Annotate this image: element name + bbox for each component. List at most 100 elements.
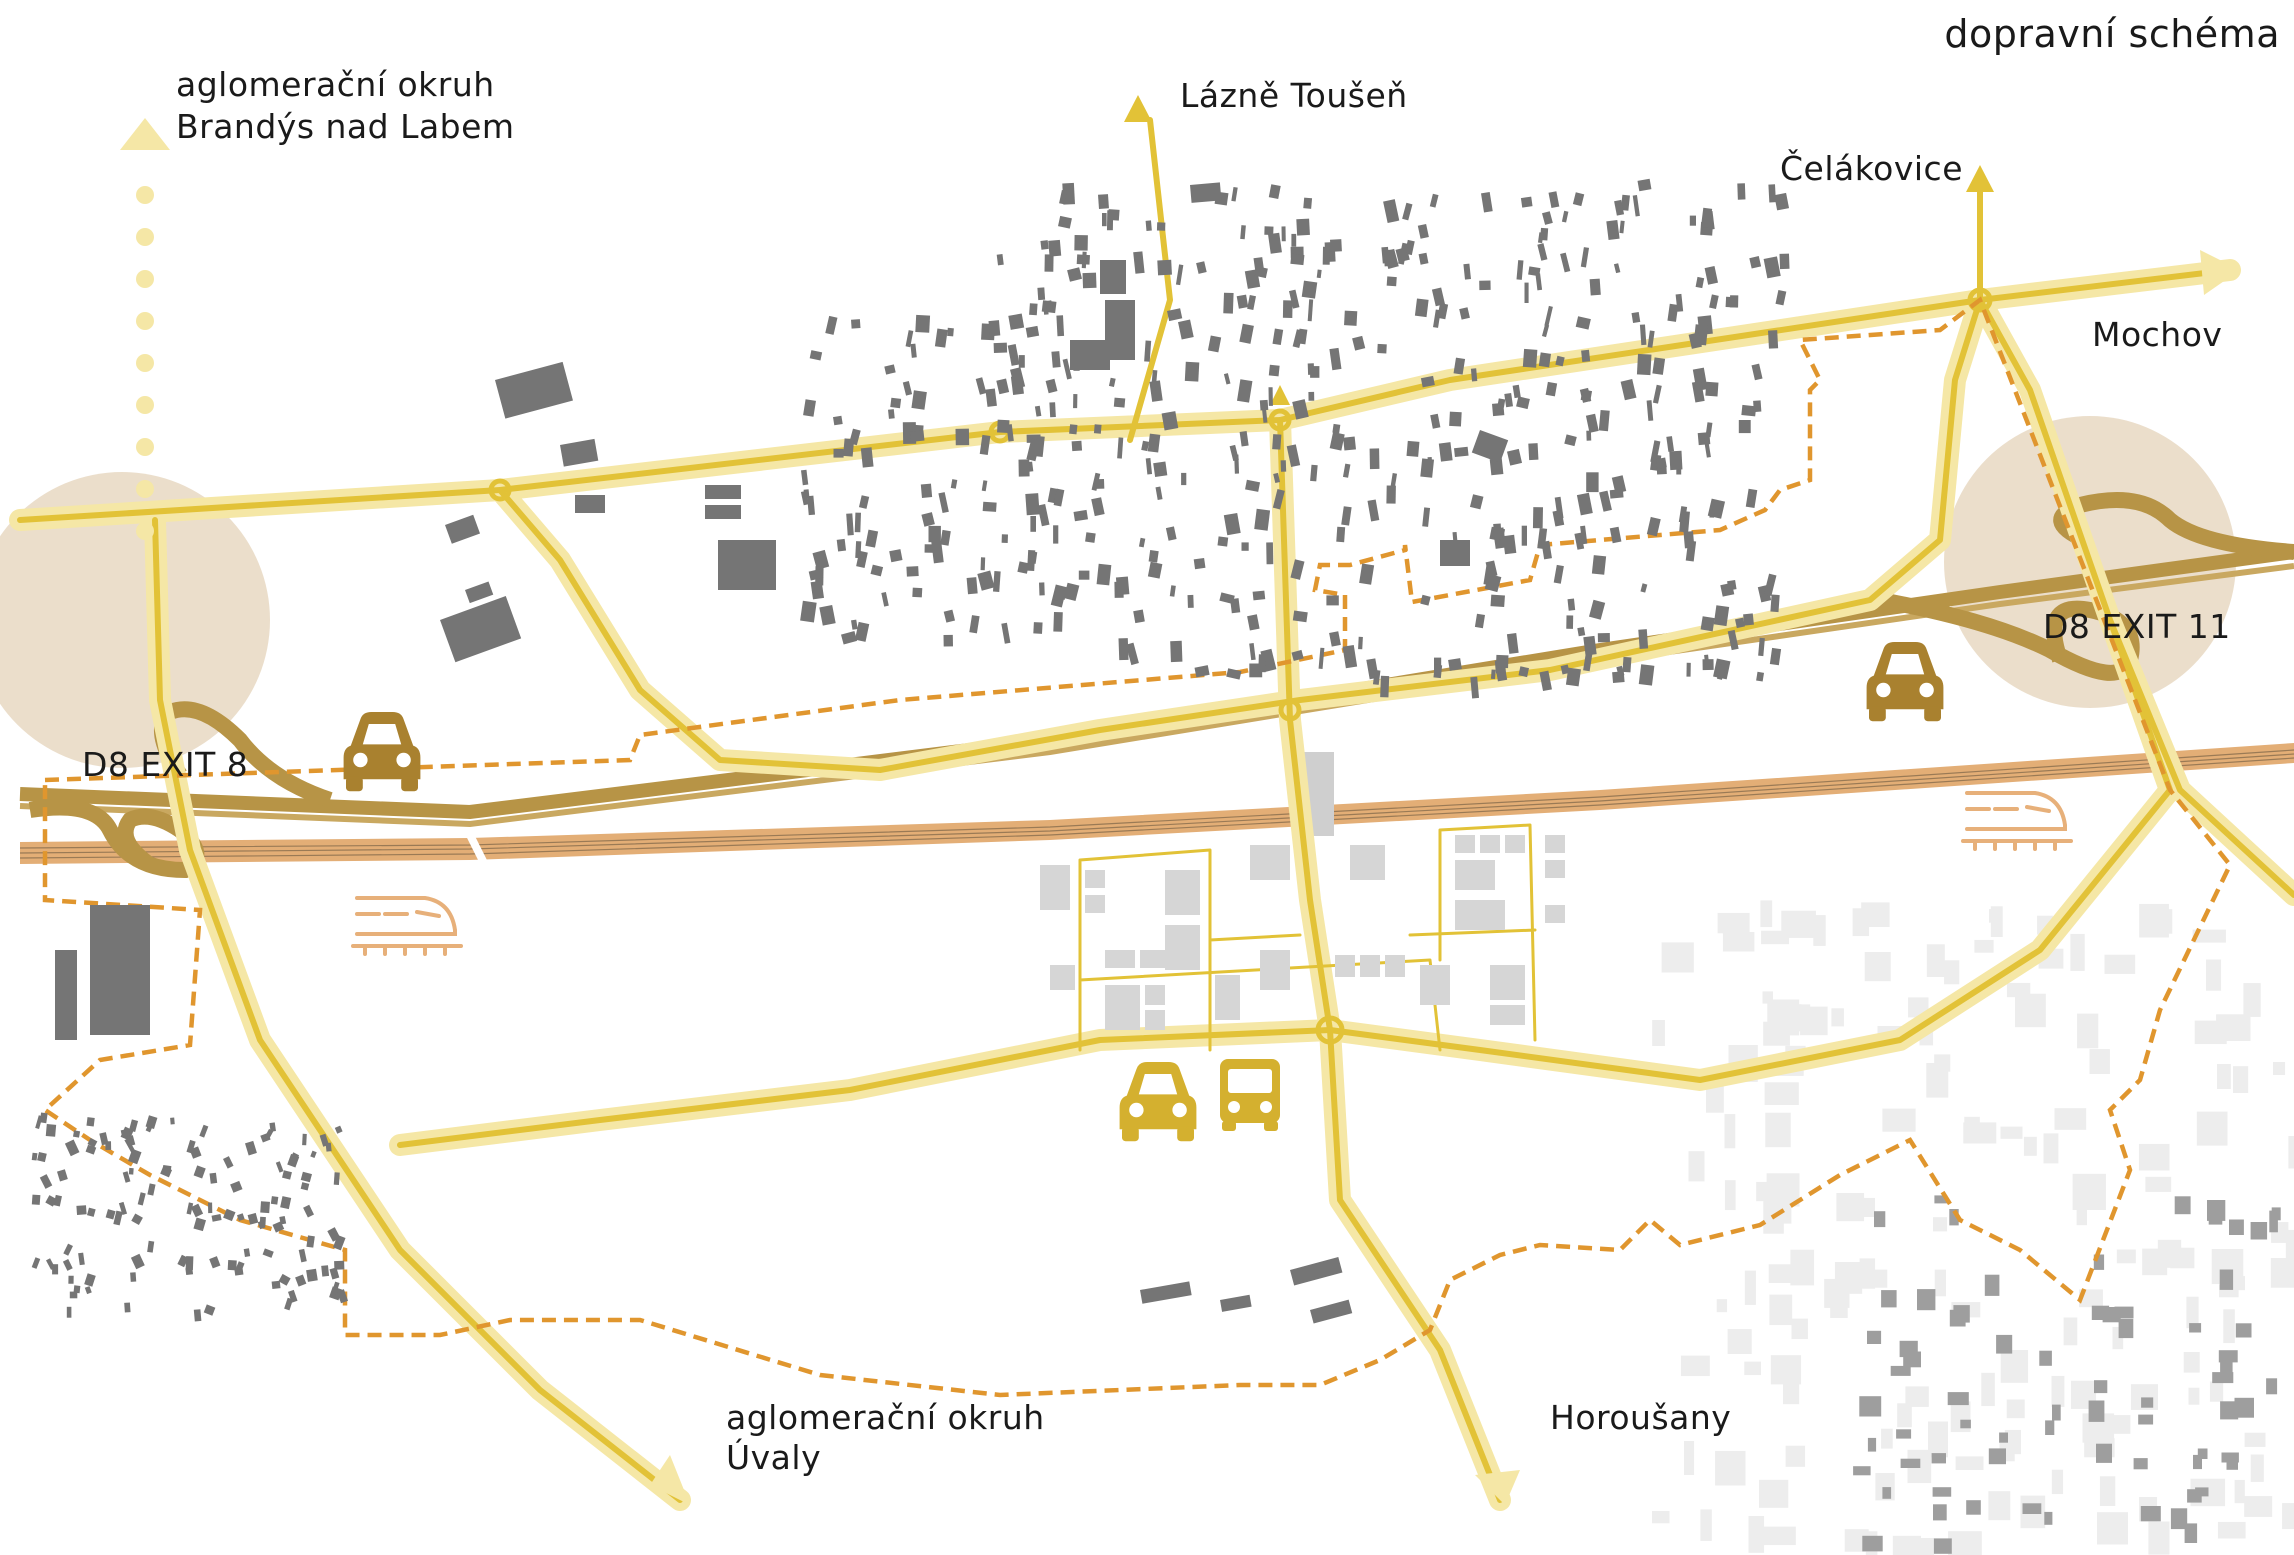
town-building xyxy=(985,388,997,407)
background-building xyxy=(1903,1351,1921,1368)
village-building xyxy=(334,1125,343,1134)
town-building xyxy=(1611,475,1627,494)
road-network xyxy=(17,117,2294,1503)
town-building xyxy=(1769,647,1782,666)
town-building xyxy=(1229,444,1239,462)
zone-building xyxy=(1085,870,1105,888)
village-building xyxy=(189,1146,202,1159)
background-building xyxy=(2195,1487,2209,1497)
background-building xyxy=(1932,1487,1952,1497)
village-building xyxy=(300,1182,310,1191)
background-building xyxy=(2077,1013,2099,1049)
town-building xyxy=(1650,440,1661,463)
background-building xyxy=(1800,1006,1828,1036)
town-building xyxy=(1058,215,1072,229)
town-building xyxy=(1438,442,1453,462)
town-building xyxy=(851,619,858,630)
village-building xyxy=(306,1268,318,1282)
village-building xyxy=(68,1275,74,1284)
town-building xyxy=(1716,664,1725,676)
town-building xyxy=(1493,523,1502,540)
village-building xyxy=(52,1264,59,1275)
town-building xyxy=(1470,368,1478,382)
background-building xyxy=(1949,1209,1959,1226)
town-building xyxy=(1017,561,1030,574)
town-building xyxy=(1025,325,1040,338)
town-building xyxy=(1537,232,1544,244)
town-building xyxy=(1727,629,1739,651)
town-building xyxy=(1380,675,1390,698)
town-building xyxy=(1125,642,1139,666)
town-building xyxy=(1252,590,1266,601)
village-building xyxy=(186,1202,194,1215)
town-building xyxy=(1053,612,1063,632)
background-building xyxy=(1764,1082,1799,1105)
town-building xyxy=(1027,549,1036,572)
village-building xyxy=(76,1205,87,1215)
town-building xyxy=(1537,243,1548,261)
village-building xyxy=(128,1167,134,1175)
town-building xyxy=(1383,199,1400,224)
town-building xyxy=(1161,411,1179,431)
town-building xyxy=(1303,197,1313,209)
industrial-building xyxy=(705,505,741,519)
village-building xyxy=(325,1142,332,1152)
village-building xyxy=(87,1137,98,1148)
village-building xyxy=(137,1192,146,1206)
village-building xyxy=(300,1171,312,1183)
village-building xyxy=(306,1235,315,1248)
town-building xyxy=(1652,384,1662,404)
town-building xyxy=(1695,276,1705,289)
town-building xyxy=(1342,645,1358,669)
town-building xyxy=(800,600,817,623)
background-building xyxy=(1964,1116,1980,1141)
town-building xyxy=(1548,191,1560,209)
town-building xyxy=(1322,246,1330,265)
town-building xyxy=(1193,557,1206,570)
town-building xyxy=(832,415,843,426)
background-building xyxy=(2218,1350,2238,1363)
town-building xyxy=(1545,381,1558,397)
town-building xyxy=(1652,357,1666,375)
town-building xyxy=(1040,240,1049,250)
town-building xyxy=(1383,249,1395,267)
village-building xyxy=(260,1201,270,1214)
town-building xyxy=(1459,307,1470,320)
village-building xyxy=(271,1280,281,1289)
background-building xyxy=(2250,1222,2268,1240)
background-building xyxy=(2089,1049,2110,1074)
town-building xyxy=(1579,387,1592,403)
village-building xyxy=(336,1289,349,1304)
background-building xyxy=(1862,1535,1883,1552)
town-building xyxy=(1528,443,1539,461)
background-building xyxy=(1756,1181,1777,1202)
town-building xyxy=(1688,332,1702,349)
background-building xyxy=(2096,1443,2112,1463)
village-building xyxy=(282,1170,292,1180)
village-building xyxy=(275,1161,284,1173)
town-building xyxy=(825,315,838,335)
town-building xyxy=(1678,506,1688,523)
town-building xyxy=(1147,433,1161,453)
background-building xyxy=(2288,1136,2294,1169)
town-building xyxy=(1449,411,1462,427)
town-building xyxy=(1490,669,1496,680)
town-building xyxy=(1495,654,1509,669)
background-building xyxy=(1836,1193,1865,1222)
village-building xyxy=(302,1133,307,1146)
town-building xyxy=(884,364,896,375)
town-building xyxy=(1281,226,1286,242)
town-building xyxy=(1430,413,1441,429)
background-building xyxy=(2045,1420,2055,1435)
town-building xyxy=(950,479,958,489)
town-building xyxy=(1118,638,1129,661)
town-building xyxy=(1386,276,1397,287)
background-building xyxy=(1934,1269,1946,1297)
village-building xyxy=(211,1213,222,1222)
background-building xyxy=(1988,1448,2006,1465)
town-building xyxy=(1702,659,1714,671)
town-building xyxy=(1318,647,1325,669)
town-building xyxy=(843,438,855,457)
town-building xyxy=(1026,438,1041,462)
